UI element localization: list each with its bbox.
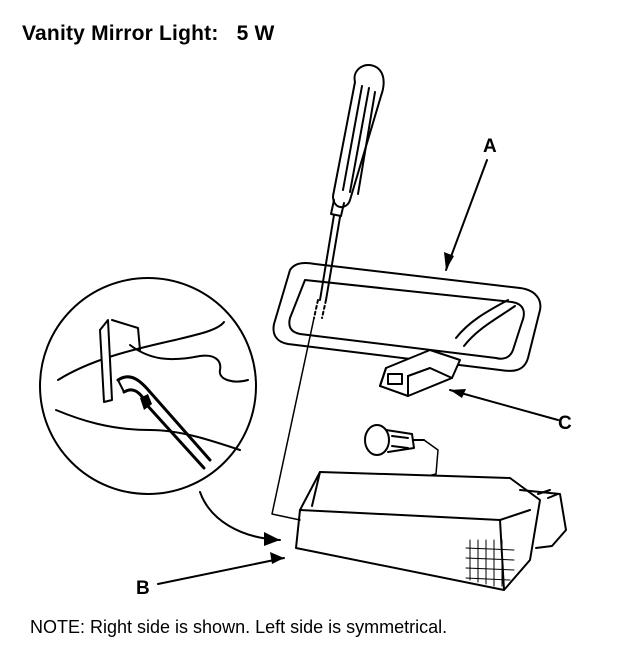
footnote: NOTE: Right side is shown. Left side is … xyxy=(30,617,448,637)
guide-line-left xyxy=(271,317,315,521)
diagram-title: Vanity Mirror Light: 5 W xyxy=(22,22,275,45)
detail-pointer xyxy=(199,491,281,541)
light-housing-part-b xyxy=(295,471,567,591)
screwdriver xyxy=(313,64,385,319)
detail-view-circle xyxy=(39,277,257,495)
callout-label-c: C xyxy=(558,413,572,434)
callout-b-leader xyxy=(157,557,285,585)
callout-label-b: B xyxy=(136,578,150,599)
callout-label-a: A xyxy=(483,136,497,157)
bulb xyxy=(364,424,425,456)
callout-c-leader xyxy=(449,389,559,421)
lens-part-a xyxy=(272,261,542,372)
callout-a-leader xyxy=(445,159,488,271)
connector-part-c xyxy=(379,299,516,397)
